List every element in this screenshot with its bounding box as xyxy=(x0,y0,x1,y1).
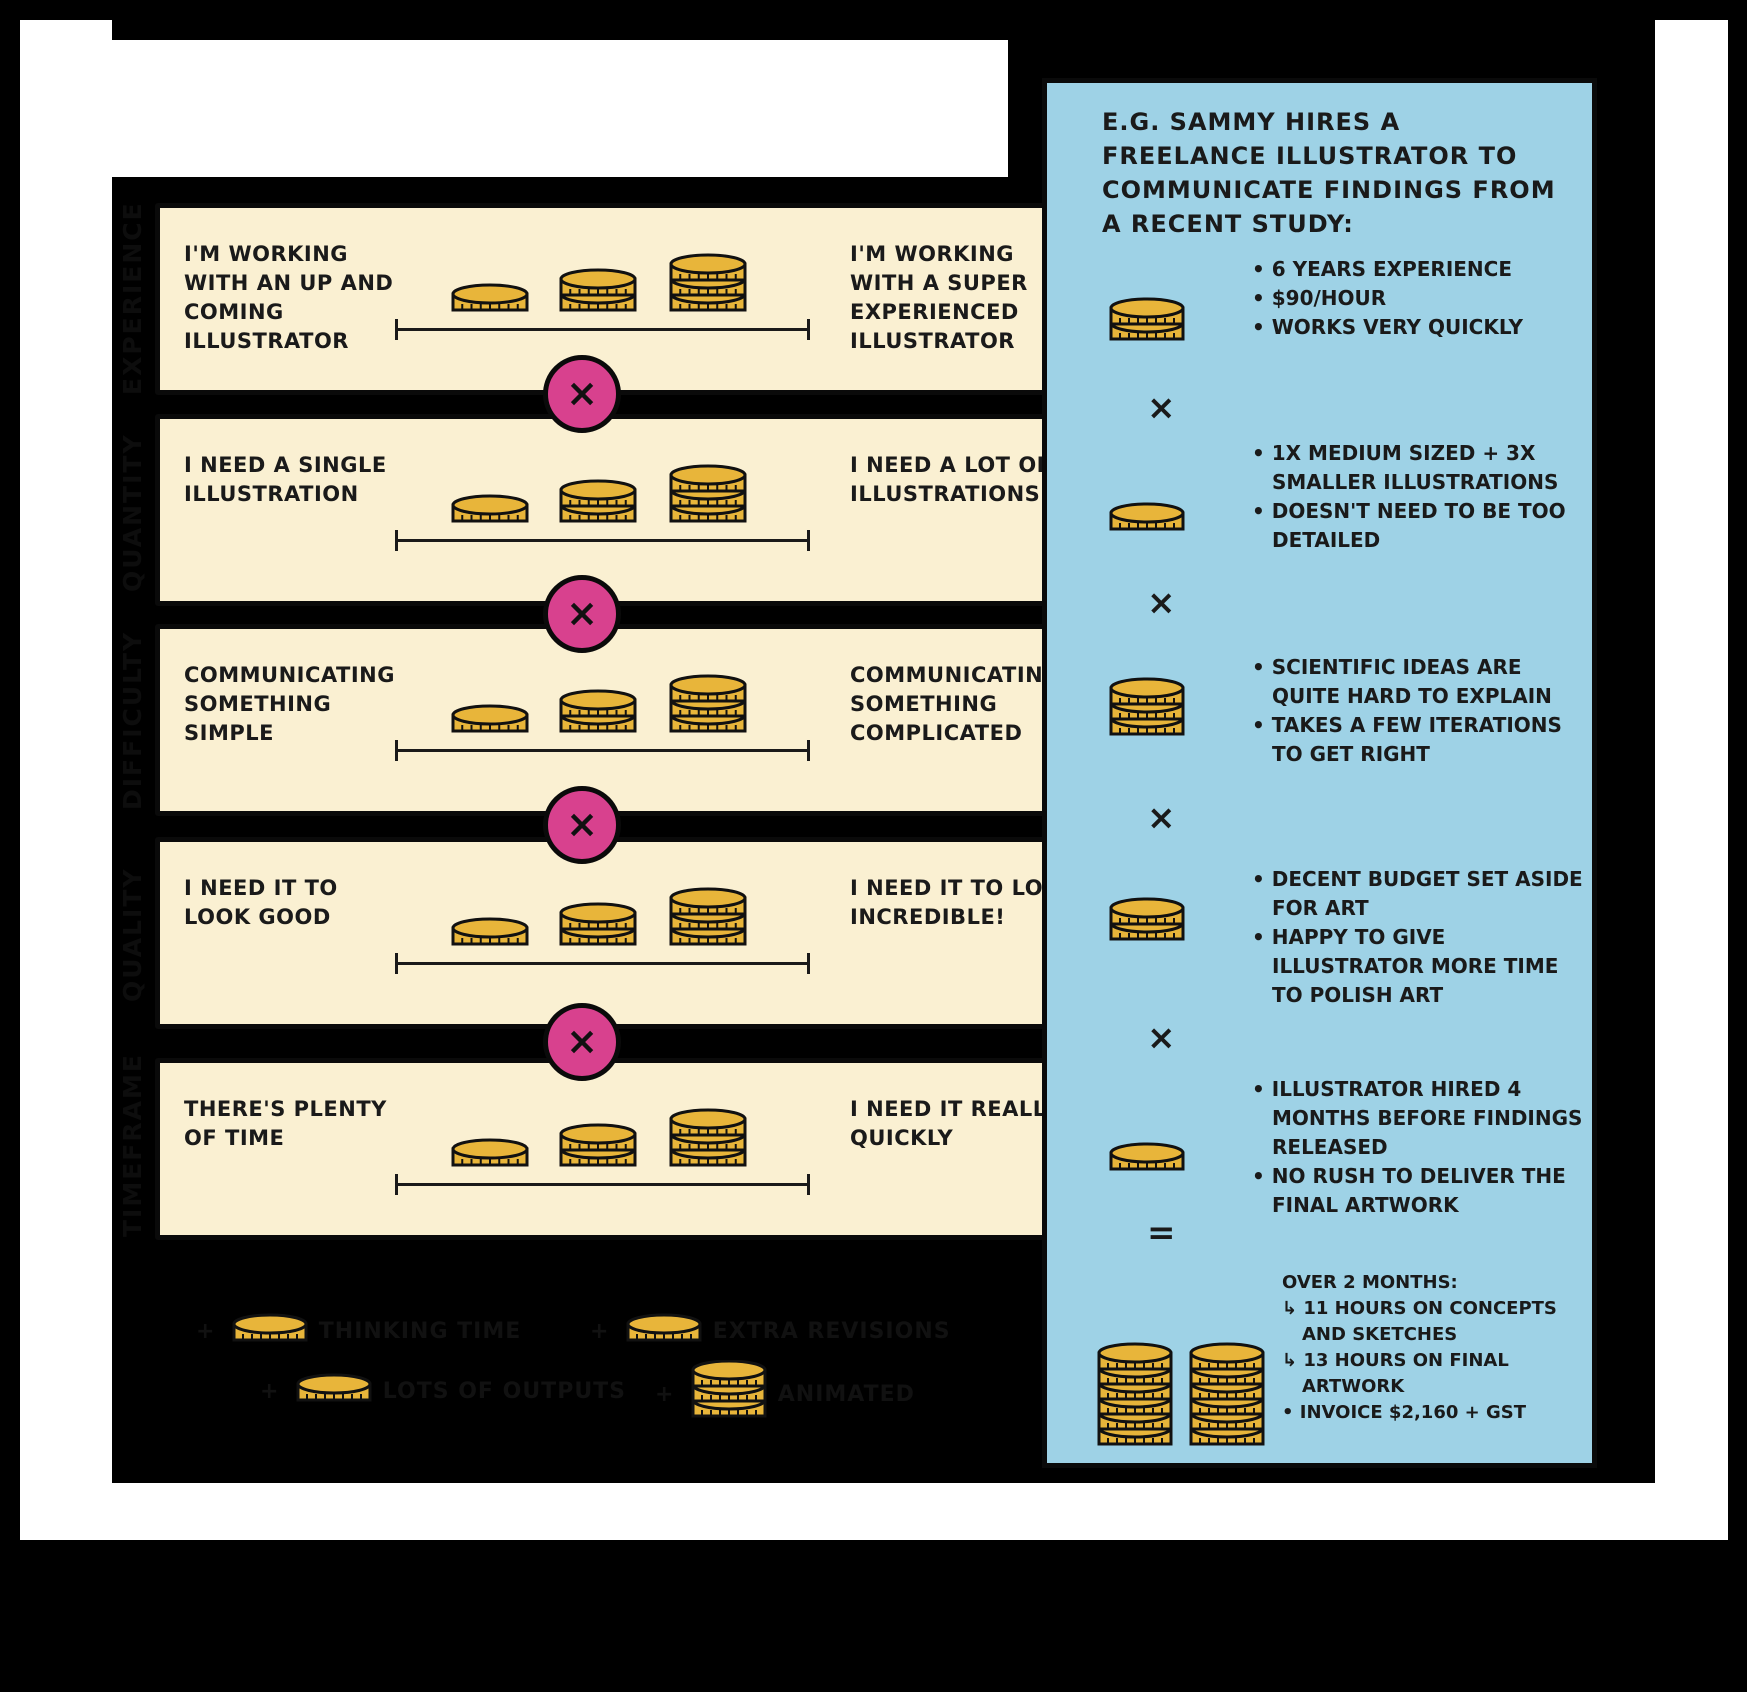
factor-card-difficulty: COMMUNICATING SOMETHING SIMPLE COMMUNICA… xyxy=(155,624,1065,816)
multiply-sign: × xyxy=(1147,1018,1176,1058)
multiply-sign: × xyxy=(1147,583,1176,623)
factor-left-text: I NEED IT TO LOOK GOOD xyxy=(184,876,338,929)
legend-animated: + ANIMATED xyxy=(655,1359,915,1430)
scale-line xyxy=(395,740,810,761)
multiply-icon: × xyxy=(543,575,621,653)
factor-label-experience: EXPERIENCE xyxy=(118,201,147,395)
coin-scale-icon xyxy=(451,887,747,946)
legend-thinking-time: + THINKING TIME xyxy=(196,1310,521,1354)
multiply-icon: × xyxy=(543,355,621,433)
factor-left-text: COMMUNICATING SOMETHING SIMPLE xyxy=(184,663,395,745)
multiply-icon: × xyxy=(543,786,621,864)
coin-tower-icon xyxy=(1097,1342,1265,1446)
factor-right-text: I NEED IT REALLY QUICKLY xyxy=(850,1097,1060,1150)
coin-stack-icon xyxy=(1109,677,1185,736)
factor-label-quality: QUALITY xyxy=(118,867,147,1003)
coin-stack-icon xyxy=(1109,897,1185,941)
factor-left-text: I NEED A SINGLE ILLUSTRATION xyxy=(184,453,387,506)
factor-right-text: I NEED IT TO LOOK INCREDIBLE! xyxy=(850,876,1079,929)
example-title: E.G. SAMMY HIRES A FREELANCE ILLUSTRATOR… xyxy=(1102,108,1556,238)
factor-card-quantity: I NEED A SINGLE ILLUSTRATION I NEED A LO… xyxy=(155,414,1065,606)
scale-line xyxy=(395,319,810,340)
coin-scale-icon xyxy=(451,674,747,733)
multiply-icon: × xyxy=(543,1003,621,1081)
coin-icon xyxy=(296,1373,372,1402)
factor-left-text: THERE'S PLENTY OF TIME xyxy=(184,1097,387,1150)
result-text: OVER 2 MONTHS: ↳ 11 HOURS ON CONCEPTS AN… xyxy=(1282,1272,1557,1423)
scale-line xyxy=(395,530,810,551)
coin-stack-icon xyxy=(1109,1142,1185,1171)
example-bullets: • SCIENTIFIC IDEAS ARE QUITE HARD TO EXP… xyxy=(1252,655,1562,766)
factor-label-difficulty: DIFFICULTY xyxy=(118,630,147,810)
factor-right-text: I'M WORKING WITH A SUPER EXPERIENCED ILL… xyxy=(850,242,1028,353)
factor-card-experience: I'M WORKING WITH AN UP AND COMING ILLUST… xyxy=(155,203,1065,395)
factor-label-quantity: QUANTITY xyxy=(118,433,147,592)
coin-scale-icon xyxy=(451,464,747,523)
example-bullets: • DECENT BUDGET SET ASIDE FOR ART • HAPP… xyxy=(1252,867,1583,1007)
legend-lots-of-outputs: + LOTS OF OUTPUTS xyxy=(260,1370,626,1414)
coin-stack-icon xyxy=(1109,502,1185,531)
equals-sign: = xyxy=(1147,1213,1176,1253)
multiply-sign: × xyxy=(1147,798,1176,838)
factor-left-text: I'M WORKING WITH AN UP AND COMING ILLUST… xyxy=(184,242,394,353)
coin-scale-icon xyxy=(451,253,747,312)
factor-right-text: I NEED A LOT OF ILLUSTRATIONS xyxy=(850,453,1052,506)
factor-right-text: COMMUNICATING SOMETHING COMPLICATED xyxy=(850,663,1061,745)
legend-extra-revisions: + EXTRA REVISIONS xyxy=(590,1310,951,1354)
scale-line xyxy=(395,1174,810,1195)
coin-scale-icon xyxy=(451,1108,747,1167)
example-bullets: • 1x MEDIUM SIZED + 3x SMALLER ILLUSTRAT… xyxy=(1252,441,1566,552)
coin-icon xyxy=(232,1313,308,1342)
factor-card-quality: I NEED IT TO LOOK GOOD I NEED IT TO LOOK… xyxy=(155,837,1078,1029)
title-area xyxy=(112,40,1008,177)
coin-stack-icon xyxy=(1109,297,1185,341)
example-panel: E.G. SAMMY HIRES A FREELANCE ILLUSTRATOR… xyxy=(1042,78,1597,1468)
factor-card-timeframe: THERE'S PLENTY OF TIME I NEED IT REALLY … xyxy=(155,1058,1065,1240)
factor-label-timeframe: TIMEFRAME xyxy=(118,1053,147,1237)
example-bullets: • ILLUSTRATOR HIRED 4 MONTHS BEFORE FIND… xyxy=(1252,1077,1583,1217)
scale-line xyxy=(395,953,810,974)
multiply-sign: × xyxy=(1147,388,1176,428)
coin-icon xyxy=(626,1313,702,1342)
coin-stack-icon xyxy=(691,1359,767,1418)
example-bullets: • 6 YEARS EXPERIENCE • $90/HOUR • WORKS … xyxy=(1252,257,1523,339)
